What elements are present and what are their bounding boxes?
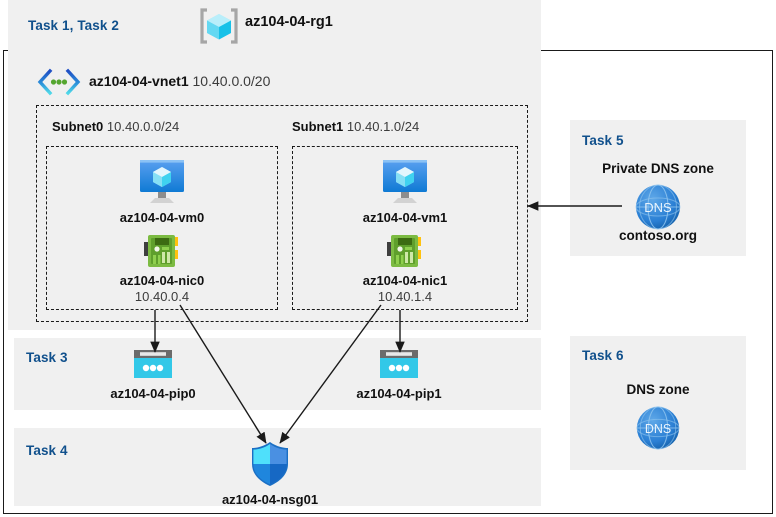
nsg-label: az104-04-nsg01: [221, 492, 319, 507]
vm1-label: az104-04-vm1: [362, 210, 448, 225]
task-3-label: Task 3: [26, 350, 68, 365]
virtual-network-name: az104-04-vnet1: [89, 73, 189, 89]
virtual-network-address-space: 10.40.0.0/20: [192, 73, 271, 89]
subnet-0-box: [46, 146, 278, 310]
nic1-ip: 10.40.1.4: [377, 289, 433, 305]
public-ip-address-icon: [337, 348, 461, 382]
dns-globe-icon: DNS: [633, 182, 683, 232]
subnet-1-title: Subnet1 10.40.1.0/24: [292, 119, 419, 134]
node-pip0: az104-04-pip0: [91, 348, 215, 402]
private-dns-zone-icon-wrap: DNS: [570, 182, 746, 237]
network-interface-icon: [343, 233, 467, 271]
vm0-label: az104-04-vm0: [119, 210, 205, 225]
task-3-panel: [14, 338, 541, 410]
subnet-1-box: [292, 146, 518, 310]
network-security-group-shield-icon: [208, 440, 332, 488]
public-ip-address-icon: [91, 348, 215, 382]
node-vm1: az104-04-vm1: [343, 157, 467, 226]
nic1-label: az104-04-nic1: [362, 273, 448, 288]
dns-zone-icon-wrap: DNS: [570, 404, 746, 457]
node-nic0: az104-04-nic0 10.40.0.4: [100, 233, 224, 306]
subnet-1-prefix: 10.40.1.0/24: [346, 119, 420, 134]
nic0-label: az104-04-nic0: [119, 273, 205, 288]
virtual-machine-icon: [100, 157, 224, 207]
node-pip1: az104-04-pip1: [337, 348, 461, 402]
resource-group-header-panel: [8, 0, 541, 50]
pip0-label: az104-04-pip0: [110, 386, 196, 401]
pip1-label: az104-04-pip1: [356, 386, 442, 401]
virtual-network-panel: [8, 50, 541, 330]
network-interface-icon: [100, 233, 224, 271]
subnet-0-name: Subnet0: [52, 119, 104, 134]
virtual-network-icon: [37, 68, 81, 96]
resource-group-name: az104-04-rg1: [245, 14, 333, 30]
dns-icon-text: DNS: [645, 422, 671, 436]
dns-zone-title: DNS zone: [626, 382, 690, 397]
subnet-0-title: Subnet0 10.40.0.0/24: [52, 119, 179, 134]
subnet-0-prefix: 10.40.0.0/24: [106, 119, 180, 134]
private-dns-zone-name: contoso.org: [619, 228, 697, 243]
task-5-label: Task 5: [582, 133, 624, 148]
task-4-label: Task 4: [26, 443, 68, 458]
virtual-machine-icon: [343, 157, 467, 207]
node-nic1: az104-04-nic1 10.40.1.4: [343, 233, 467, 306]
task-1-2-label: Task 1, Task 2: [28, 18, 119, 33]
task-6-label: Task 6: [582, 348, 624, 363]
private-dns-zone-title: Private DNS zone: [602, 161, 714, 176]
node-vm0: az104-04-vm0: [100, 157, 224, 226]
node-nsg: az104-04-nsg01: [208, 440, 332, 508]
virtual-network-title: az104-04-vnet1 10.40.0.0/20: [89, 73, 270, 89]
dns-globe-icon: DNS: [634, 404, 682, 452]
nic0-ip: 10.40.0.4: [134, 289, 190, 305]
resource-group-cube-icon: [198, 7, 240, 45]
subnet-1-name: Subnet1: [292, 119, 344, 134]
dns-icon-text: DNS: [644, 200, 672, 215]
